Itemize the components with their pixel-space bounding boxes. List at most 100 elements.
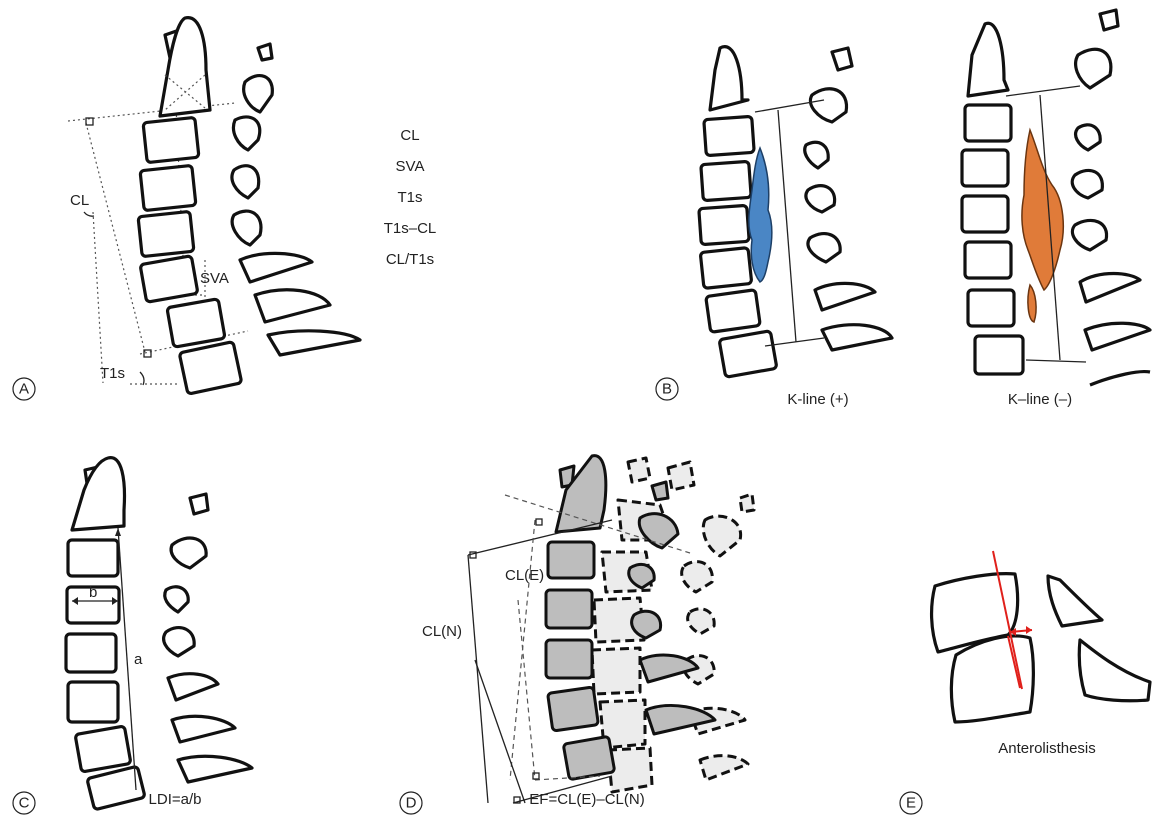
ghost-vertebra xyxy=(668,462,694,490)
posterior-element xyxy=(810,89,846,122)
vertebral-body xyxy=(704,116,754,155)
posterior-element xyxy=(171,538,206,568)
vertebral-body xyxy=(962,150,1008,186)
cord-lesion-negative xyxy=(1022,130,1063,290)
parameter-list-item: CL xyxy=(400,127,419,144)
posterior-element xyxy=(240,253,312,282)
c2-vertebra xyxy=(160,18,210,116)
panel-letter-d: D xyxy=(406,795,417,812)
posterior-element xyxy=(1076,49,1111,88)
ghost-posterior xyxy=(700,756,748,780)
vertebral-body xyxy=(699,205,749,244)
cln-c2-perpendicular xyxy=(468,555,488,803)
c3-body xyxy=(143,117,199,162)
posterior-element xyxy=(832,48,852,70)
right-angle-marker xyxy=(536,519,542,525)
vertebral-body xyxy=(546,590,592,628)
posterior-element xyxy=(808,234,840,262)
panel-letter-b: B xyxy=(662,381,672,398)
posterior-element xyxy=(165,587,188,612)
kline-c7-anchor xyxy=(1026,360,1086,362)
posterior-element xyxy=(233,117,259,150)
posterior-element xyxy=(639,514,678,548)
posterior-element xyxy=(244,76,273,112)
panel-letter-c: C xyxy=(19,795,30,812)
vertebral-body xyxy=(546,640,592,678)
posterior-element xyxy=(190,494,208,514)
posterior-element xyxy=(255,290,330,322)
cle-c2-perpendicular xyxy=(510,520,535,780)
c2-vertebra xyxy=(710,47,748,110)
posterior-element xyxy=(178,756,252,782)
posterior-element xyxy=(232,211,261,245)
vertebral-body xyxy=(975,336,1023,374)
t1s-angle-arc xyxy=(140,372,144,385)
posterior-element xyxy=(1080,274,1140,303)
panel-c: b a LDI=a/b C xyxy=(13,458,252,814)
cle-c7-perpendicular xyxy=(518,600,535,780)
c2-vertebra xyxy=(968,23,1008,96)
c2-vertebra xyxy=(556,456,606,532)
panel-a: CL SVA T1s CL SVA T1s T1s–CL CL/T1s A xyxy=(13,18,436,400)
vertebral-body xyxy=(968,290,1014,326)
ghost-vertebra xyxy=(628,458,650,482)
posterior-element xyxy=(1048,576,1102,626)
cln-label: CL(N) xyxy=(422,623,462,640)
ghost-posterior xyxy=(688,609,715,634)
posterior-element xyxy=(268,331,360,355)
posterior-element xyxy=(1076,125,1101,150)
kline-negative-caption: K–line (–) xyxy=(1008,391,1072,408)
parameter-list-item: CL/T1s xyxy=(386,251,434,268)
kline-positive-caption: K-line (+) xyxy=(787,391,848,408)
vertebral-body xyxy=(548,687,599,731)
vertebral-body xyxy=(965,242,1011,278)
vertebral-body xyxy=(962,196,1008,232)
anterolisthesis-caption: Anterolisthesis xyxy=(998,740,1096,757)
panel-letter-e: E xyxy=(906,795,916,812)
k-line xyxy=(778,110,796,342)
sva-label: SVA xyxy=(200,270,229,287)
posterior-element xyxy=(258,44,272,60)
posterior-element xyxy=(1079,640,1150,701)
panel-d: CL(E) CL(N) EF=CL(E)–CL(N) D xyxy=(400,456,754,814)
vertebral-body xyxy=(701,161,751,200)
cord-lesion-positive xyxy=(749,148,772,282)
c2-vertebra xyxy=(72,458,124,530)
posterior-element xyxy=(1072,170,1102,198)
parameter-list-item: T1s xyxy=(397,189,422,206)
posterior-element xyxy=(652,482,668,500)
kline-c2-anchor xyxy=(1006,86,1080,96)
t1s-label: T1s xyxy=(100,365,125,382)
posterior-element xyxy=(815,283,875,310)
a-arrowhead xyxy=(115,528,121,536)
vertebral-body xyxy=(965,105,1011,141)
posterior-element xyxy=(1072,220,1106,250)
t1-body xyxy=(179,342,242,395)
posterior-element xyxy=(1100,10,1118,30)
cle-label: CL(E) xyxy=(505,567,544,584)
vertebral-body xyxy=(548,542,594,578)
ef-formula: EF=CL(E)–CL(N) xyxy=(529,791,644,808)
panel-e: Anterolisthesis E xyxy=(900,551,1150,814)
vertebral-body xyxy=(68,682,118,722)
vertebral-body xyxy=(66,634,116,672)
cl-angle-label: CL xyxy=(70,192,89,209)
parameter-list-item: T1s–CL xyxy=(384,220,437,237)
b-label: b xyxy=(89,584,97,601)
c5-body xyxy=(138,211,194,256)
cord-lesion-negative-small xyxy=(1028,285,1036,322)
vertebral-body xyxy=(563,736,615,779)
ghost-posterior xyxy=(703,516,740,556)
posterior-element xyxy=(805,142,828,168)
c4-body xyxy=(140,165,196,210)
c6-body xyxy=(140,256,198,302)
ghost-vertebra xyxy=(592,648,640,694)
ghost-posterior xyxy=(682,562,713,592)
vertebral-body xyxy=(719,331,777,377)
posterior-element xyxy=(1090,372,1150,385)
panel-b-kline-positive: K-line (+) B xyxy=(656,47,892,408)
cl-perpendicular-t1 xyxy=(93,212,103,383)
vertebral-body xyxy=(75,726,131,772)
a-label: a xyxy=(134,651,143,668)
